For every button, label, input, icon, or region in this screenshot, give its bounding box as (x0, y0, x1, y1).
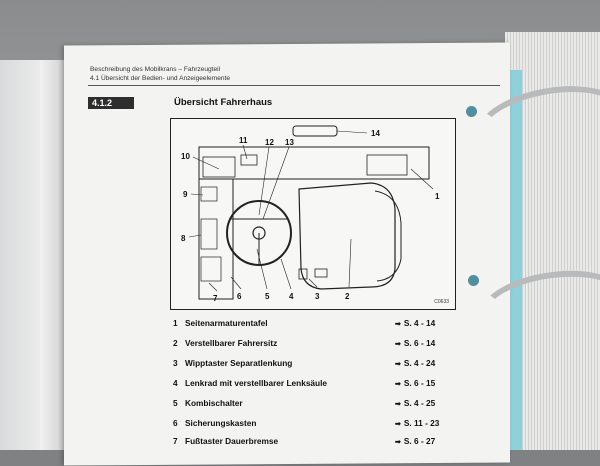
arrow-icon: ➡ (395, 381, 401, 388)
callout-line-7 (208, 282, 218, 292)
item-reference: ➡S. 4 - 14 (395, 318, 436, 328)
diagram-code: C0633 (434, 299, 449, 305)
item-reference: ➡S. 4 - 25 (395, 398, 436, 408)
callout-9: 9 (183, 190, 188, 199)
header-rule (88, 85, 500, 86)
fuse-box-shape (200, 256, 222, 282)
callout-line-12 (258, 146, 270, 216)
callout-1: 1 (435, 192, 440, 201)
list-item: 3 Wipptaster Separatlenkung ➡S. 4 - 24 (160, 358, 460, 374)
punch-hole-bottom (468, 275, 479, 286)
callout-line-1 (410, 168, 434, 190)
callout-4: 4 (289, 292, 294, 301)
cab-diagram: 10 9 8 11 12 13 14 1 2 3 4 5 6 7 C0633 (170, 118, 456, 310)
item-reference: ➡S. 6 - 27 (395, 436, 436, 446)
section-title: Übersicht Fahrerhaus (174, 97, 273, 108)
callout-line-5 (256, 248, 268, 290)
item-number: 7 (173, 436, 178, 446)
arrow-icon: ➡ (395, 421, 401, 428)
item-text: Kombischalter (185, 398, 243, 408)
item-number: 5 (173, 398, 178, 408)
callout-6: 6 (237, 292, 242, 301)
item-number: 2 (173, 338, 178, 348)
item-text: Verstellbarer Fahrersitz (185, 338, 278, 348)
callout-3: 3 (315, 292, 320, 301)
item-reference: ➡S. 6 - 15 (395, 378, 436, 388)
callout-line-2 (348, 238, 352, 288)
arrow-icon: ➡ (395, 361, 401, 368)
item-text: Lenkrad mit verstellbarer Lenksäule (185, 378, 328, 388)
item-text: Wipptaster Separatlenkung (185, 358, 293, 368)
list-item: 1 Seitenarmaturentafel ➡S. 4 - 14 (160, 318, 460, 334)
item-text: Seitenarmaturentafel (185, 318, 268, 328)
section-number: 4.1.2 (88, 97, 134, 109)
callout-7: 7 (213, 294, 218, 303)
dashboard-panel-left (202, 156, 236, 178)
arrow-icon: ➡ (395, 401, 401, 408)
mirror-shape (292, 125, 338, 137)
seat-back-shape (374, 190, 402, 282)
dashboard-shape (198, 146, 430, 180)
callout-line-11 (242, 144, 248, 160)
arrow-icon: ➡ (395, 341, 401, 348)
item-reference: ➡S. 4 - 24 (395, 358, 436, 368)
switch-block-1 (200, 186, 218, 202)
arrow-icon: ➡ (395, 439, 401, 446)
callout-line-8 (188, 234, 202, 238)
item-text: Fußtaster Dauerbremse (185, 436, 279, 446)
header-line-1: Beschreibung des Mobilkrans – Fahrzeugte… (90, 66, 221, 73)
callout-13: 13 (285, 138, 294, 147)
callout-12: 12 (265, 138, 274, 147)
list-item: 4 Lenkrad mit verstellbarer Lenksäule ➡S… (160, 378, 460, 394)
punch-hole-top (466, 106, 477, 117)
list-item: 6 Sicherungskasten ➡S. 11 - 23 (160, 418, 460, 434)
divider-tab (510, 70, 522, 450)
dashboard-panel-right (366, 154, 408, 176)
callout-10: 10 (181, 152, 190, 161)
item-reference: ➡S. 11 - 23 (395, 418, 440, 428)
callout-line-4 (280, 258, 292, 290)
callout-line-10 (192, 156, 220, 170)
callout-5: 5 (265, 292, 270, 301)
list-item: 7 Fußtaster Dauerbremse ➡S. 6 - 27 (160, 436, 460, 452)
dashboard-panel-mid (240, 154, 258, 166)
arrow-icon: ➡ (395, 321, 401, 328)
callout-2: 2 (345, 292, 350, 301)
callout-line-6 (230, 276, 242, 290)
callout-8: 8 (181, 234, 186, 243)
item-number: 1 (173, 318, 178, 328)
seat-shape (298, 182, 396, 290)
callout-line-13 (262, 146, 290, 220)
header-line-2: 4.1 Übersicht der Bedien- und Anzeigeele… (90, 74, 231, 82)
switch-block-2 (200, 218, 218, 250)
callout-line-3 (308, 278, 318, 288)
callout-14: 14 (371, 129, 380, 138)
item-reference: ➡S. 6 - 14 (395, 338, 436, 348)
item-text: Sicherungskasten (185, 418, 257, 428)
pedal-shape-2 (314, 268, 328, 278)
item-number: 3 (173, 358, 178, 368)
list-item: 5 Kombischalter ➡S. 4 - 25 (160, 398, 460, 414)
item-number: 6 (173, 418, 178, 428)
callout-line-9 (190, 193, 204, 196)
callout-11: 11 (239, 136, 248, 145)
side-console-left (198, 178, 234, 300)
callout-line-14 (336, 130, 368, 134)
cab-drawing: 10 9 8 11 12 13 14 1 2 3 4 5 6 7 (181, 125, 440, 303)
pedal-shape-1 (298, 268, 308, 280)
item-number: 4 (173, 378, 178, 388)
list-item: 2 Verstellbarer Fahrersitz ➡S. 6 - 14 (160, 338, 460, 354)
page-header: Beschreibung des Mobilkrans – Fahrzeugte… (90, 66, 230, 83)
